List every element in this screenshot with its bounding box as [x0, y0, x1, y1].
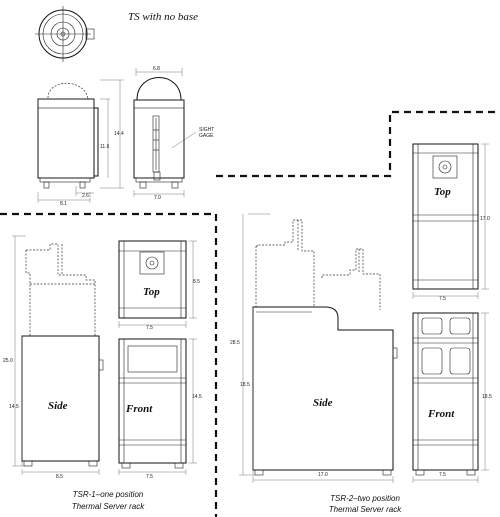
tsr1-front-label: Front: [125, 403, 153, 415]
tsr2-top-label: Top: [434, 186, 451, 198]
tsr2-front-label: Front: [427, 408, 455, 420]
tsr1-top-width: 7.5: [146, 325, 153, 331]
tsr2-top-view: 17.0 7.5 Top: [412, 143, 490, 302]
tsr2-caption-line1: TSR-2–two position: [330, 494, 400, 503]
ts-height-total: 14.4: [114, 131, 124, 137]
tsr1-side-height: 14.5: [9, 404, 19, 410]
tsr2-top-width: 7.5: [439, 296, 446, 302]
tsr1-top-view: 8.5 7.5 Top: [118, 240, 200, 331]
section-divider-stair: [216, 110, 500, 178]
tsr1-top-label: Top: [143, 286, 160, 298]
tsr2-caption-line2: Thermal Server rack: [329, 505, 402, 514]
ts-title: TS with no base: [128, 11, 198, 23]
tsr1-caption-line2: Thermal Server rack: [72, 502, 145, 511]
tsr2-drawings: 28.5 18.5 17.0 Side 17.0: [230, 143, 492, 514]
ts-top-view: [35, 6, 95, 62]
tsr1-overall-height: 25.0: [3, 358, 13, 364]
tsr2-side-height: 18.5: [240, 382, 250, 388]
tsr2-side-view: 28.5 18.5 17.0 Side: [230, 213, 398, 483]
ts-front-width: 7.0: [154, 195, 161, 201]
ts-height-body: 11.6: [100, 144, 110, 150]
ts-no-base-drawings: TS with no base: [35, 6, 214, 207]
tsr1-side-view: 25.0 14.5 8.5 Side: [3, 235, 104, 480]
tsr2-overall-height: 28.5: [230, 340, 240, 346]
tsr1-caption-line1: TSR-1–one position: [73, 490, 144, 499]
tsr1-top-depth: 8.5: [193, 279, 200, 285]
ts-side-view: 14.4 11.6 8.1 2.6: [37, 79, 124, 207]
tsr2-side-width: 17.0: [318, 472, 328, 478]
tsr2-front-view: 18.5 7.5 Front: [412, 312, 492, 483]
tsr1-drawings: 25.0 14.5 8.5 Side 8.5 7.5 To: [3, 235, 202, 511]
tsr1-front-width: 7.5: [146, 474, 153, 480]
ts-sight-gage-line1: SIGHT: [199, 127, 214, 133]
ts-width-top: 6.8: [153, 66, 160, 72]
tsr1-side-label: Side: [48, 400, 68, 412]
section-divider: [0, 212, 218, 517]
ts-base-width: 8.1: [60, 201, 67, 207]
tsr1-front-height: 14.5: [192, 394, 202, 400]
tsr1-front-view: 14.5 7.5 Front: [118, 338, 202, 480]
tsr1-side-width: 8.5: [56, 474, 63, 480]
tsr2-side-label: Side: [313, 397, 333, 409]
tsr2-front-height: 18.5: [482, 394, 492, 400]
tsr2-top-depth: 17.0: [480, 216, 490, 222]
ts-sight-gage-line2: GAGE: [199, 133, 214, 139]
ts-front-view: 6.8 7.0 SIGHT GAGE: [133, 66, 214, 201]
ts-base-offset: 2.6: [82, 193, 89, 199]
tsr2-front-width: 7.5: [439, 472, 446, 478]
